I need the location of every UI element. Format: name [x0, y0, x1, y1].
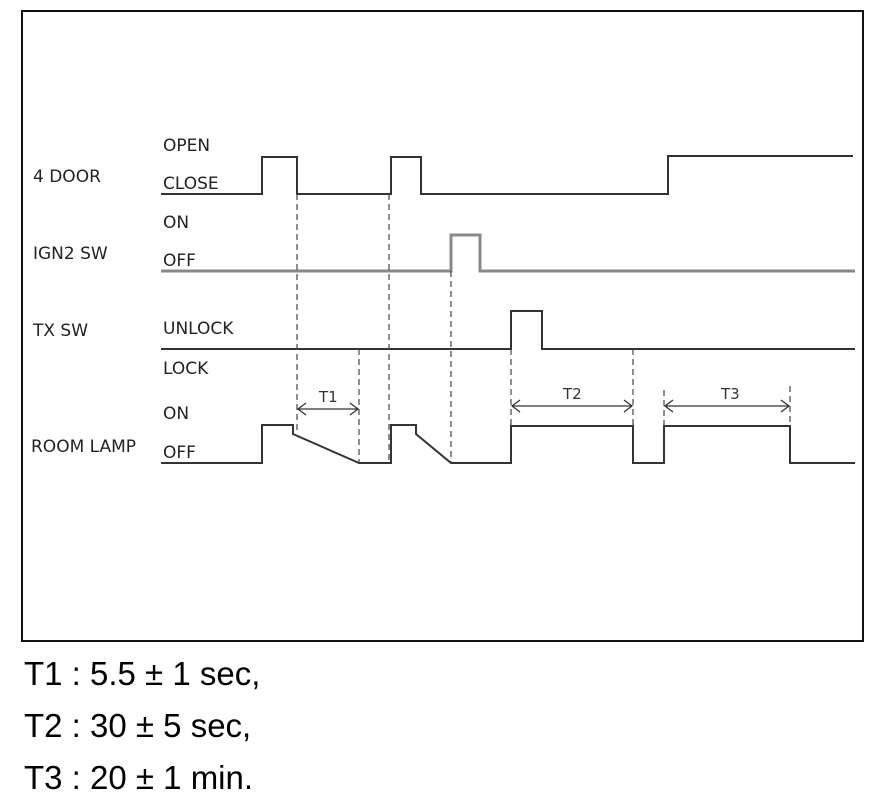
state-label-close: CLOSE	[163, 174, 219, 194]
state-label-lock: LOCK	[163, 359, 209, 379]
note-t2: T2 : 30 ± 5 sec,	[24, 707, 252, 744]
duration-arrow-t3	[663, 399, 791, 413]
waveform-room-lamp	[161, 424, 855, 464]
duration-arrow-t1	[296, 402, 360, 416]
waveform-ign2-sw	[161, 233, 855, 273]
note-t3: T3 : 20 ± 1 min.	[24, 759, 254, 796]
signal-name-4-door: 4 DOOR	[33, 167, 101, 187]
state-label-lamp-off: OFF	[163, 443, 196, 463]
diagram-border	[21, 10, 864, 642]
duration-label-t3: T3	[720, 385, 740, 403]
signal-name-room-lamp: ROOM LAMP	[31, 437, 136, 457]
state-label-ign-off: OFF	[163, 251, 196, 271]
note-t1: T1 : 5.5 ± 1 sec,	[24, 655, 261, 692]
timing-notes: T1 : 5.5 ± 1 sec, T2 : 30 ± 5 sec, T3 : …	[24, 648, 260, 804]
duration-label-t1: T1	[318, 388, 338, 406]
state-label-unlock: UNLOCK	[163, 319, 234, 339]
timing-diagram: 4 DOOR IGN2 SW TX SW ROOM LAMP OPEN CLOS…	[21, 10, 864, 642]
waveform-tx-sw	[161, 310, 855, 350]
state-label-lamp-on: ON	[163, 404, 189, 424]
state-label-ign-on: ON	[163, 213, 189, 233]
signal-name-ign2-sw: IGN2 SW	[33, 244, 108, 264]
waveform-4-door	[161, 155, 853, 195]
state-label-open: OPEN	[163, 136, 210, 156]
duration-label-t2: T2	[562, 385, 582, 403]
duration-arrow-t2	[510, 399, 634, 413]
signal-name-tx-sw: TX SW	[32, 321, 88, 341]
